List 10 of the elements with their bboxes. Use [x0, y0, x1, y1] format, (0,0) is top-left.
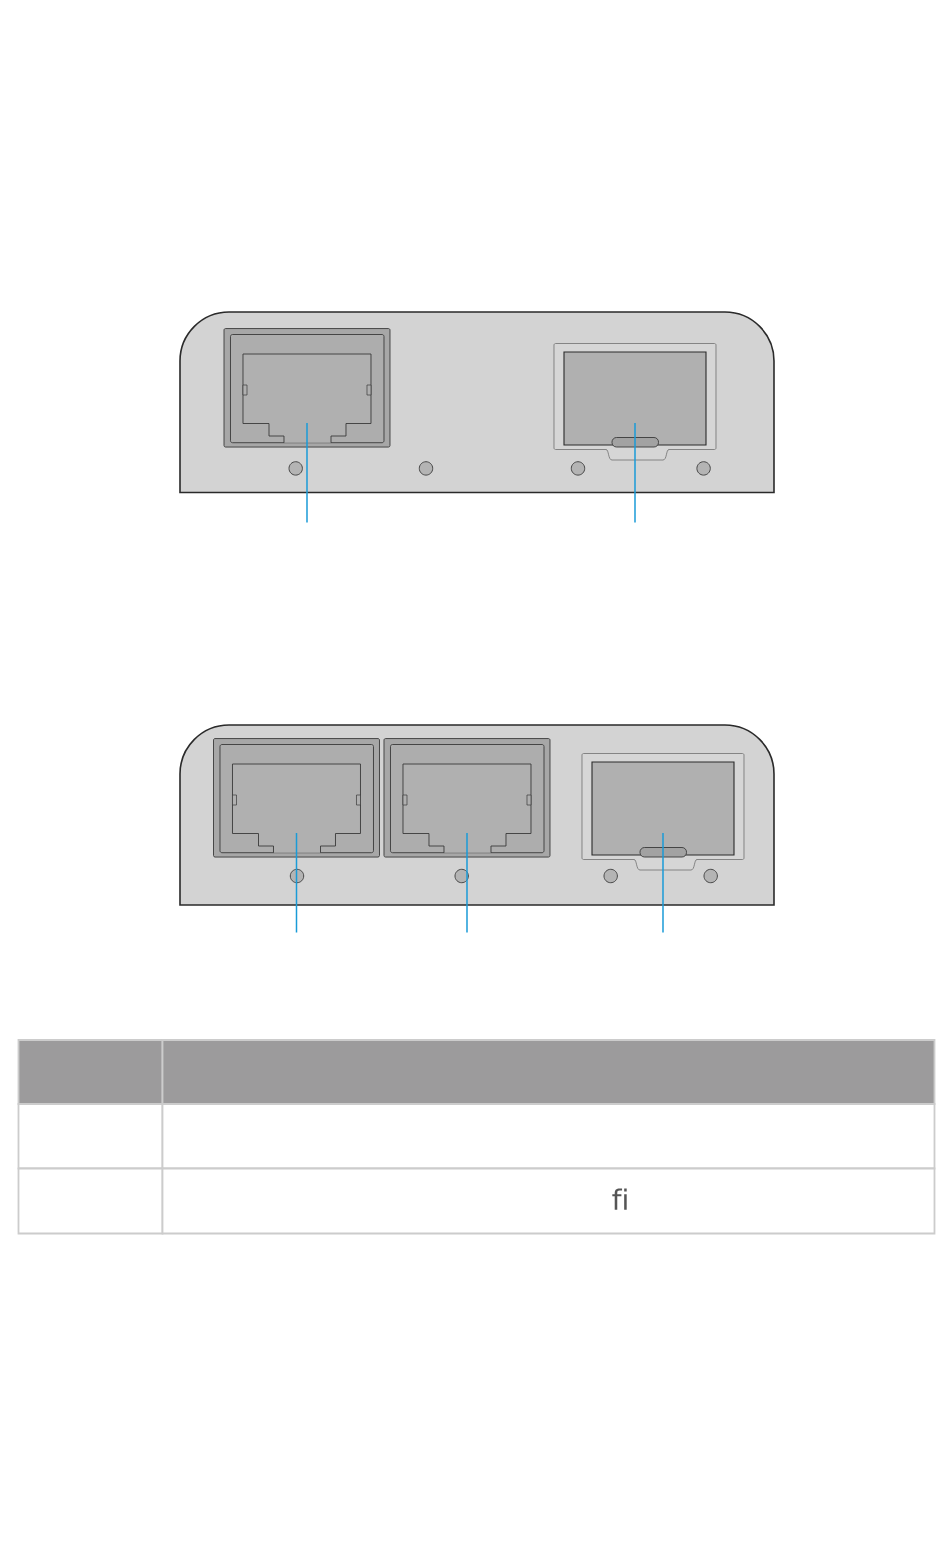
rj45-port [213, 738, 380, 858]
rj45-port [223, 328, 391, 448]
leader-line [662, 832, 664, 934]
sfp-port [581, 753, 745, 871]
leader-line [306, 422, 308, 524]
rj45-port [383, 738, 551, 858]
sfp-port [553, 343, 717, 461]
leader-line [295, 832, 298, 934]
leader-line [634, 422, 636, 524]
leader-line [466, 832, 468, 934]
